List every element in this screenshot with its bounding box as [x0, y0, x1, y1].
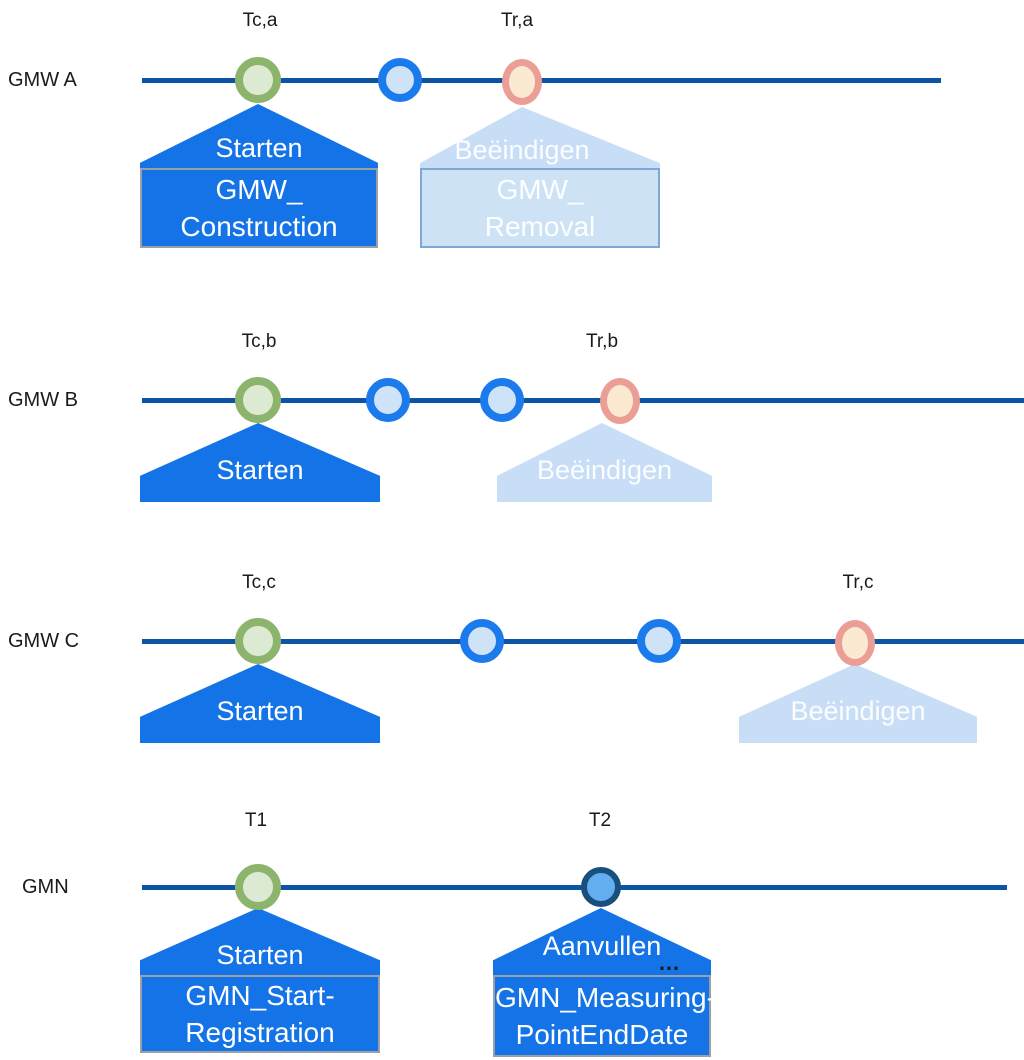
box-line: GMN_Measuring-: [495, 982, 716, 1013]
start-callout-title: Starten: [216, 455, 304, 485]
box-line: Removal: [484, 211, 596, 242]
end-callout-title: Beëindigen: [454, 135, 590, 165]
time-label-t1: T1: [244, 810, 268, 831]
start-callout-title: Starten: [216, 940, 304, 970]
end-callout-box: GMN_Measuring- PointEndDate: [493, 975, 716, 1057]
end-callout-title: Aanvullen: [542, 931, 662, 961]
start-event-marker: [235, 864, 281, 910]
end-event-marker: [502, 59, 542, 105]
row-label-gmn: GMN: [22, 876, 69, 898]
end-event-marker: [600, 378, 640, 424]
row-label-gmw-c: GMW C: [8, 630, 80, 652]
start-callout-title: Starten: [215, 133, 303, 163]
box-line: GMN_Start-: [185, 980, 335, 1011]
intermediate-event-marker: [378, 58, 422, 102]
supplement-event-marker: [581, 867, 621, 907]
end-event-marker: [835, 620, 875, 666]
ellipsis-more-indicator: …: [658, 950, 682, 975]
start-callout-box: GMN_Start- Registration: [140, 975, 380, 1053]
box-line: PointEndDate: [515, 1019, 689, 1050]
time-label-tra: Tr,a: [500, 10, 534, 31]
end-callout-box: GMW_ Removal: [420, 168, 660, 248]
intermediate-event-marker: [637, 619, 681, 663]
row-label-gmw-a: GMW A: [8, 69, 77, 91]
time-label-tcb: Tc,b: [241, 331, 277, 352]
intermediate-event-marker: [480, 378, 524, 422]
start-event-marker: [235, 57, 281, 103]
end-callout-title: Beëindigen: [790, 696, 926, 726]
intermediate-event-marker: [460, 619, 504, 663]
box-line: GMW_: [496, 174, 584, 205]
start-event-marker: [235, 377, 281, 423]
time-label-trb: Tr,b: [585, 331, 619, 352]
end-callout-title: Beëindigen: [536, 455, 673, 485]
start-callout-title: Starten: [216, 696, 304, 726]
row-label-gmw-b: GMW B: [8, 389, 78, 411]
start-event-marker: [235, 618, 281, 664]
timeline-gmw-c: [142, 639, 1024, 644]
time-label-trc: Tr,c: [842, 572, 874, 593]
box-line: Construction: [180, 211, 338, 242]
time-label-t2: T2: [588, 810, 612, 831]
time-label-tca: Tc,a: [242, 10, 278, 31]
timeline-gmn: [142, 885, 1007, 890]
timeline-gmw-b: [142, 398, 1024, 403]
intermediate-event-marker: [366, 378, 410, 422]
box-line: GMW_: [215, 174, 303, 205]
time-label-tcc: Tc,c: [242, 572, 276, 593]
box-line: Registration: [185, 1017, 335, 1048]
start-callout-box: GMW_ Construction: [140, 168, 378, 248]
